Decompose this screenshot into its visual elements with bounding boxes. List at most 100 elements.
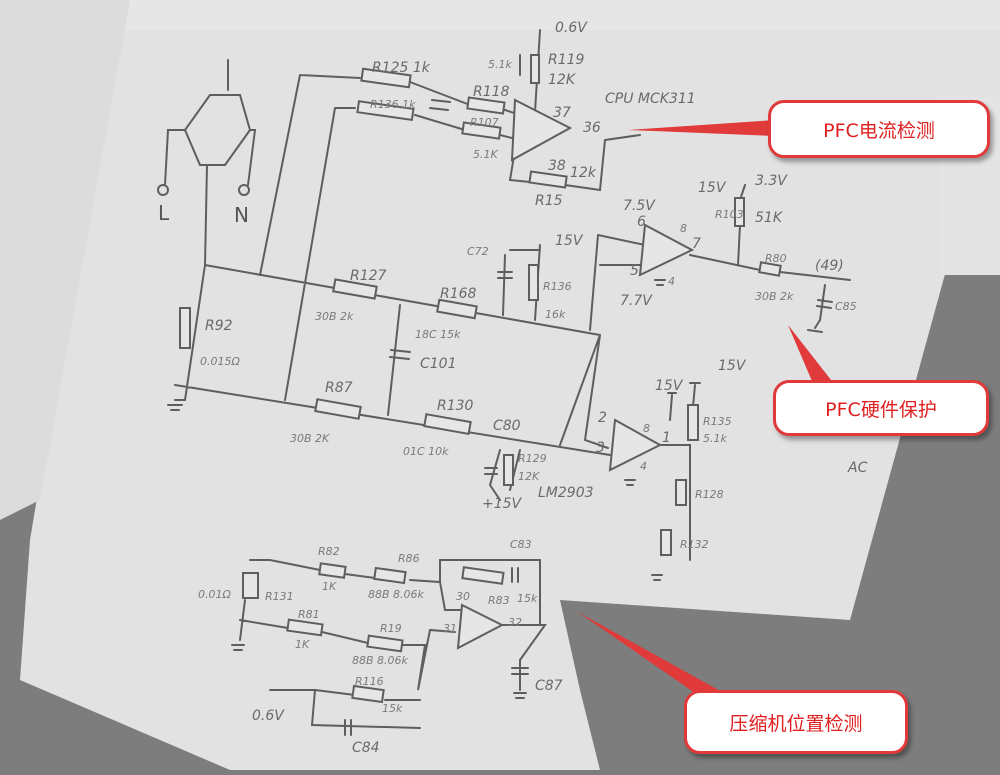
label-r82: R82 xyxy=(318,545,340,558)
label-r15-val: 12k xyxy=(570,165,597,181)
label-pin2: 2 xyxy=(598,410,607,426)
resistors xyxy=(179,54,782,704)
label-pin4b: 4 xyxy=(640,460,647,473)
label-r15: R15 xyxy=(535,193,563,209)
label-15v-c: 15V xyxy=(655,378,684,394)
label-r116: R116 xyxy=(355,675,384,688)
label-pin8a: 8 xyxy=(680,222,687,235)
label-r103-val: 51K xyxy=(755,210,784,226)
label-r82-val: 1K xyxy=(322,580,337,593)
label-r130: R130 xyxy=(437,398,474,414)
callout-pointers xyxy=(578,120,835,700)
paper-sheet xyxy=(20,0,1000,770)
label-cpu: CPU MCK311 xyxy=(605,91,696,107)
label-r125: R125 1k xyxy=(372,60,431,76)
label-pin37: 37 xyxy=(553,105,571,121)
label-r119-val: 12K xyxy=(548,72,577,88)
label-r132: R132 xyxy=(680,538,709,551)
bridge-rectifier xyxy=(157,59,257,266)
label-pin3: 3 xyxy=(596,440,605,456)
opamp-3 xyxy=(608,418,663,472)
label-r86-val: 88B 8.06k xyxy=(368,588,425,601)
label-r92: R92 xyxy=(205,318,233,334)
label-r92-val: 0.015Ω xyxy=(200,355,240,368)
label-r127-val: 30B 2k xyxy=(315,310,354,323)
label-r127: R127 xyxy=(350,268,387,284)
label-c84: C84 xyxy=(352,740,380,756)
label-r131: R131 xyxy=(265,590,294,603)
opamp-4 xyxy=(456,603,505,650)
label-r136: R136 1k xyxy=(370,98,416,111)
label-r83: R83 xyxy=(488,594,510,607)
label-r118: R118 xyxy=(473,84,510,100)
label-5.1k: 5.1k xyxy=(488,58,512,71)
opamp-2 xyxy=(638,223,695,277)
label-r107-val: 5.1K xyxy=(473,148,498,161)
label-c85: C85 xyxy=(835,300,857,313)
callout-pfc-protect-text: PFC硬件保护 xyxy=(825,398,937,421)
callout-pfc-hardware-protection: PFC硬件保护 xyxy=(773,380,989,436)
label-r168-val: 18C 15k xyxy=(415,328,461,341)
label-pin38: 38 xyxy=(548,158,566,174)
callout-pfc-current-detection: PFC电流检测 xyxy=(768,100,990,158)
label-pin5: 5 xyxy=(630,263,639,279)
callout-compressor-text: 压缩机位置检测 xyxy=(729,712,863,735)
label-pin30: 30 xyxy=(456,590,470,603)
label-r80-val: 30B 2k xyxy=(755,290,794,303)
label-pin6: 6 xyxy=(637,214,646,230)
label-r131-val: 0.01Ω xyxy=(198,588,231,601)
label-r135-val: 5.1k xyxy=(703,432,727,445)
label-r83-val: 15k xyxy=(517,592,538,605)
paper-left-corner xyxy=(0,0,130,520)
label-15v-a: 15V xyxy=(698,180,727,196)
label-r86: R86 xyxy=(398,552,420,565)
label-15v-b: 15V xyxy=(555,233,584,249)
label-r136b: R136 xyxy=(543,280,572,293)
label-0.6v-b: 0.6V xyxy=(252,708,285,724)
opamp-1 xyxy=(510,98,573,162)
label-r81-val: 1K xyxy=(295,638,310,651)
label-r80: R80 xyxy=(765,252,787,265)
label-r87: R87 xyxy=(325,380,353,396)
label-L: L xyxy=(158,201,170,225)
label-pin32: 32 xyxy=(508,616,522,629)
label-lm2903: LM2903 xyxy=(538,485,594,501)
label-c80: C80 xyxy=(493,418,521,434)
label-n49: (49) xyxy=(815,258,844,274)
label-r103: R103 xyxy=(715,208,744,221)
label-r129-val: 12K xyxy=(518,470,540,483)
label-pin31: 31 xyxy=(443,622,457,635)
label-7.7v: 7.7V xyxy=(620,293,653,309)
label-plus15v: +15V xyxy=(482,496,523,512)
label-pin1: 1 xyxy=(662,430,671,446)
label-N: N xyxy=(234,203,249,227)
label-r87-val: 30B 2K xyxy=(290,432,330,445)
label-pin8b: 8 xyxy=(643,422,650,435)
label-r119: R119 xyxy=(548,52,585,68)
label-c87: C87 xyxy=(535,678,563,694)
label-pin36: 36 xyxy=(583,120,601,136)
label-c101: C101 xyxy=(420,356,457,372)
label-r129: R129 xyxy=(518,452,547,465)
label-c72: C72 xyxy=(467,245,489,258)
label-7.5v: 7.5V xyxy=(623,198,656,214)
label-pin7: 7 xyxy=(692,236,701,252)
callout-compressor-position-detection: 压缩机位置检测 xyxy=(684,690,908,754)
label-3.3v: 3.3V xyxy=(755,173,788,189)
paper-top-band xyxy=(0,0,1000,30)
label-r107: R107 xyxy=(470,116,499,129)
label-r130-val: 01C 10k xyxy=(403,445,449,458)
label-r81: R81 xyxy=(298,608,320,621)
capacitors-grounds xyxy=(167,99,833,736)
label-r128: R128 xyxy=(695,488,724,501)
component-labels: L N 0.6V R119 12K 5.1k R125 1k R136 1k R… xyxy=(158,20,868,756)
callout-pfc-current-text: PFC电流检测 xyxy=(823,119,935,142)
label-r116-val: 15k xyxy=(382,702,403,715)
label-r168: R168 xyxy=(440,286,477,302)
label-r19: R19 xyxy=(380,622,402,635)
label-r136b-val: 16k xyxy=(545,308,566,321)
label-r19-val: 88B 8.06k xyxy=(352,654,409,667)
label-ac: AC xyxy=(847,460,868,476)
